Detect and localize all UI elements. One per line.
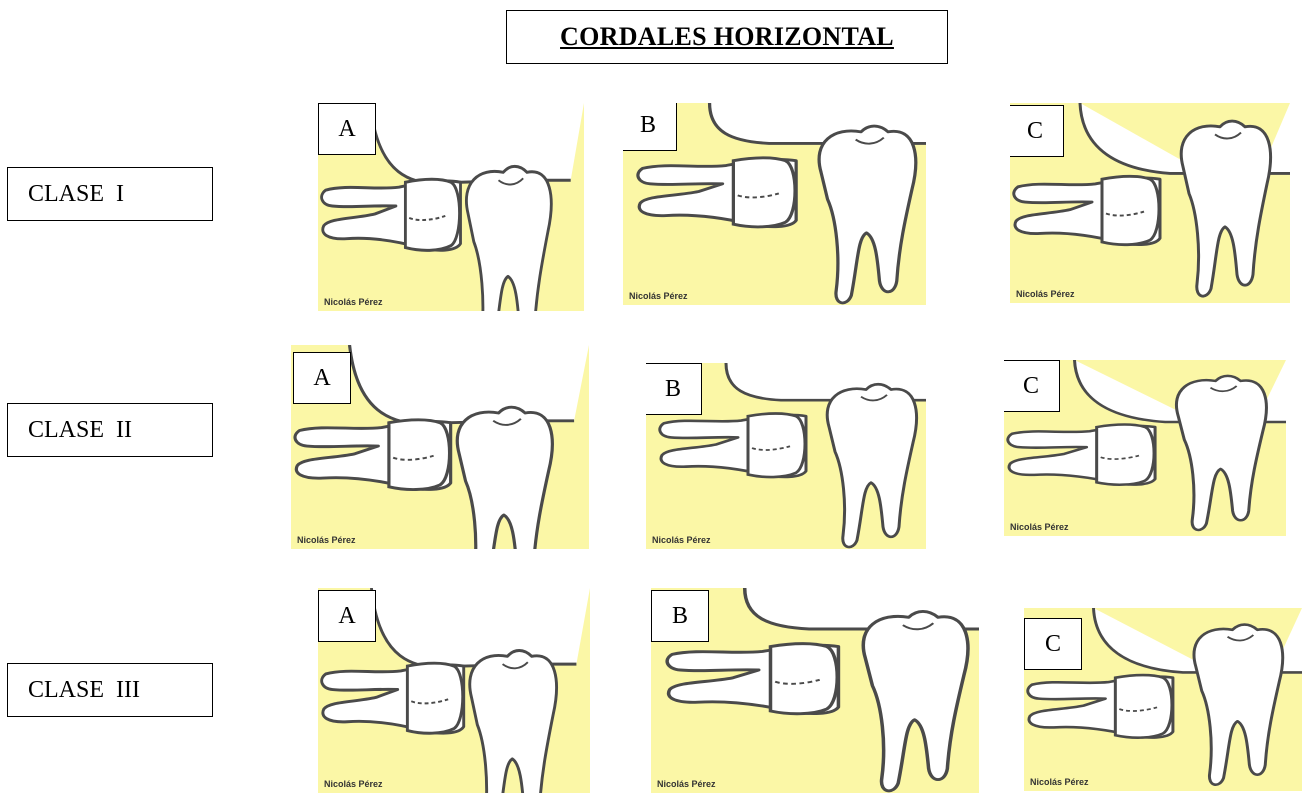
second-molar-shape — [470, 650, 557, 793]
panel-letter-label: B — [646, 363, 702, 415]
tooth-panel-3a: A Nicolás Pérez — [318, 588, 590, 793]
panel-letter-label: B — [651, 590, 709, 642]
impacted-molar-shape — [322, 663, 464, 733]
row-label-clase-3: CLASE III — [7, 663, 213, 717]
second-molar-shape — [827, 384, 916, 547]
author-credit: Nicolás Pérez — [324, 297, 383, 307]
title-box: CORDALES HORIZONTAL — [506, 10, 948, 64]
page-title: CORDALES HORIZONTAL — [560, 22, 894, 52]
tooth-panel-1c: C Nicolás Pérez — [1010, 103, 1290, 303]
tooth-panel-2c: C Nicolás Pérez — [1004, 360, 1286, 536]
tooth-panel-1a: A Nicolás Pérez — [318, 103, 584, 311]
author-credit: Nicolás Pérez — [629, 291, 688, 301]
author-credit: Nicolás Pérez — [324, 779, 383, 789]
tooth-panel-3b: B Nicolás Pérez — [651, 588, 979, 793]
author-credit: Nicolás Pérez — [1016, 289, 1075, 299]
impacted-molar-shape — [638, 158, 796, 227]
author-credit: Nicolás Pérez — [657, 779, 716, 789]
impacted-molar-shape — [1014, 176, 1160, 244]
panel-letter-label: A — [318, 590, 376, 642]
impacted-molar-shape — [295, 420, 451, 490]
tooth-panel-2b: B Nicolás Pérez — [646, 363, 926, 549]
panel-letter-label: B — [623, 103, 677, 151]
second-molar-shape — [1176, 376, 1266, 530]
impacted-molar-shape — [1008, 425, 1155, 485]
tooth-panel-2a: A Nicolás Pérez — [291, 345, 589, 549]
author-credit: Nicolás Pérez — [1010, 522, 1069, 532]
tooth-panel-3c: C Nicolás Pérez — [1024, 608, 1302, 791]
second-molar-shape — [457, 407, 552, 549]
author-credit: Nicolás Pérez — [652, 535, 711, 545]
impacted-molar-shape — [667, 644, 838, 714]
panel-letter-label: A — [293, 352, 351, 404]
second-molar-shape — [1181, 121, 1270, 296]
row-label-clase-1: CLASE I — [7, 167, 213, 221]
second-molar-shape — [863, 611, 968, 790]
panel-letter-label: C — [1024, 618, 1082, 670]
row-label-clase-2: CLASE II — [7, 403, 213, 457]
panel-letter-label: C — [1010, 105, 1064, 157]
second-molar-shape — [466, 166, 551, 311]
tooth-panel-1b: B Nicolás Pérez — [623, 103, 926, 305]
impacted-molar-shape — [322, 179, 461, 250]
author-credit: Nicolás Pérez — [297, 535, 356, 545]
panel-letter-label: C — [1004, 360, 1060, 412]
panel-letter-label: A — [318, 103, 376, 155]
impacted-molar-shape — [1028, 675, 1173, 738]
second-molar-shape — [819, 126, 916, 303]
impacted-molar-shape — [660, 413, 806, 477]
author-credit: Nicolás Pérez — [1030, 777, 1089, 787]
second-molar-shape — [1194, 625, 1283, 785]
